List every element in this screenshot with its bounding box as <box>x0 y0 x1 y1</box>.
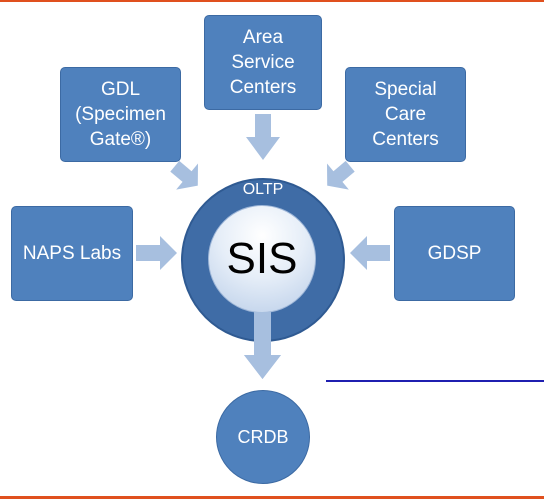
bottom-rule <box>0 496 544 499</box>
oltp-label: OLTP <box>242 181 284 198</box>
gdl-specimen-gate-node: GDL (Specimen Gate®) <box>60 67 181 162</box>
arrow-gdsp-to-oltp <box>350 236 390 270</box>
top-rule <box>0 0 544 2</box>
blue-divider-line <box>326 380 544 382</box>
crdb-node: CRDB <box>216 390 310 484</box>
naps-labs-node: NAPS Labs <box>11 206 133 301</box>
arrow-naps-to-oltp <box>136 236 177 270</box>
gdsp-node: GDSP <box>394 206 515 301</box>
arrow-gdl-to-oltp <box>170 160 198 190</box>
crdb-label: CRDB <box>237 426 289 447</box>
arrow-special-to-oltp <box>327 160 355 190</box>
sis-label: SIS <box>226 234 298 283</box>
area-service-centers-node: Area Service Centers <box>204 15 322 110</box>
arrow-area-to-oltp <box>246 114 280 160</box>
special-care-centers-node: Special Care Centers <box>345 67 466 162</box>
sis-circle: SIS <box>208 205 316 313</box>
